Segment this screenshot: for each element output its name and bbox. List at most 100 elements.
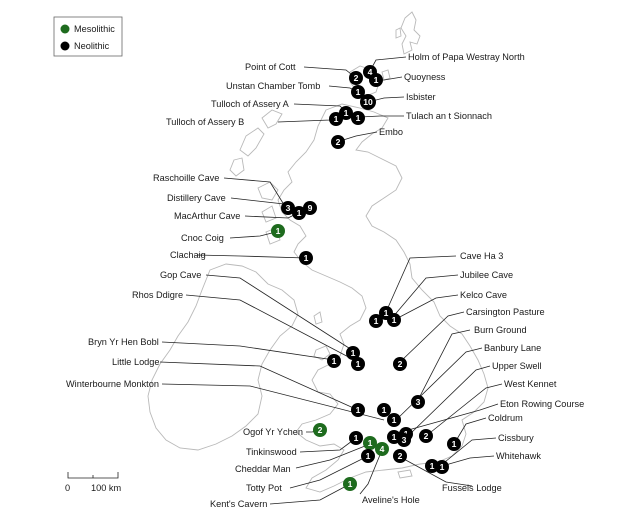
- site-label: Kelco Cave: [460, 290, 507, 300]
- svg-text:2: 2: [318, 425, 323, 435]
- svg-text:2: 2: [424, 431, 429, 441]
- site-label: Tinkinswood: [246, 447, 297, 457]
- site-marker: 1: [346, 346, 360, 360]
- site-marker: 2: [331, 135, 345, 149]
- legend-mesolithic-marker: [60, 24, 70, 34]
- site-label: Tulach an t Sionnach: [406, 111, 492, 121]
- site-marker: 2: [313, 423, 327, 437]
- site-label: Tulloch of Assery B: [166, 117, 244, 127]
- site-label: Coldrum: [488, 413, 523, 423]
- site-marker: 1: [292, 206, 306, 220]
- site-marker: 1: [361, 449, 375, 463]
- site-markers: 2 4 1 1 10 1 1 1 2 3 9 1 1 1 1 1 1 1 2 1…: [271, 65, 461, 491]
- site-label: Winterbourne Monkton: [66, 379, 159, 389]
- site-marker: 1: [349, 431, 363, 445]
- site-marker: 2: [393, 449, 407, 463]
- site-label: Whitehawk: [496, 451, 541, 461]
- site-marker: 10: [360, 94, 376, 110]
- site-marker: 1: [343, 477, 357, 491]
- site-label: Totty Pot: [246, 483, 282, 493]
- site-label: Rhos Ddigre: [132, 290, 183, 300]
- site-label: Jubilee Cave: [460, 270, 513, 280]
- svg-text:1: 1: [384, 308, 389, 318]
- svg-text:2: 2: [398, 359, 403, 369]
- svg-text:1: 1: [334, 114, 339, 124]
- site-label: Little Lodge: [112, 357, 160, 367]
- svg-text:1: 1: [276, 226, 281, 236]
- site-label: Unstan Chamber Tomb: [226, 81, 320, 91]
- scale-distance-label: 100 km: [91, 483, 121, 493]
- svg-text:1: 1: [332, 356, 337, 366]
- svg-text:9: 9: [308, 203, 313, 213]
- legend: Mesolithic Neolithic: [53, 16, 123, 57]
- site-marker: 1: [447, 437, 461, 451]
- site-label: Bryn Yr Hen Bobl: [88, 337, 159, 347]
- svg-text:10: 10: [363, 97, 373, 107]
- site-marker: 4: [375, 442, 389, 456]
- svg-text:1: 1: [392, 415, 397, 425]
- site-label: Upper Swell: [492, 361, 542, 371]
- svg-text:1: 1: [368, 438, 373, 448]
- svg-text:1: 1: [297, 208, 302, 218]
- site-marker: 1: [363, 436, 377, 450]
- legend-neolithic-label: Neolithic: [74, 41, 110, 51]
- site-label: Banbury Lane: [484, 343, 541, 353]
- site-label: Embo: [379, 127, 403, 137]
- legend-neolithic-marker: [60, 41, 70, 51]
- svg-text:1: 1: [304, 253, 309, 263]
- legend-mesolithic-label: Mesolithic: [74, 24, 115, 34]
- site-label: Fussels Lodge: [442, 483, 502, 493]
- site-label: Cnoc Coig: [181, 233, 224, 243]
- site-label: Gop Cave: [160, 270, 201, 280]
- svg-text:1: 1: [430, 461, 435, 471]
- site-marker: 3: [411, 395, 425, 409]
- site-label: West Kennet: [504, 379, 557, 389]
- site-marker: 1: [387, 413, 401, 427]
- site-label: MacArthur Cave: [174, 211, 240, 221]
- site-label: Cissbury: [498, 433, 534, 443]
- site-marker: 9: [303, 201, 317, 215]
- site-labels: Point of Cott Holm of Papa Westray North…: [66, 52, 584, 509]
- site-label: Cheddar Man: [235, 464, 291, 474]
- svg-text:1: 1: [382, 405, 387, 415]
- site-marker: 1: [369, 73, 383, 87]
- svg-text:1: 1: [354, 433, 359, 443]
- site-label: Holm of Papa Westray North: [408, 52, 525, 62]
- svg-text:1: 1: [356, 113, 361, 123]
- site-label: Ogof Yr Ychen: [243, 427, 303, 437]
- svg-text:1: 1: [392, 432, 397, 442]
- site-marker: 1: [351, 85, 365, 99]
- svg-text:2: 2: [398, 451, 403, 461]
- svg-text:2: 2: [336, 137, 341, 147]
- site-marker: 1: [369, 314, 383, 328]
- site-label: Carsington Pasture: [466, 307, 545, 317]
- svg-text:1: 1: [344, 108, 349, 118]
- svg-text:1: 1: [392, 315, 397, 325]
- site-label: Clachaig: [170, 250, 206, 260]
- svg-text:1: 1: [374, 316, 379, 326]
- site-marker: 2: [349, 71, 363, 85]
- site-marker: 1: [387, 313, 401, 327]
- site-marker: 1: [299, 251, 313, 265]
- svg-text:1: 1: [348, 479, 353, 489]
- site-marker: 1: [271, 224, 285, 238]
- svg-text:4: 4: [368, 67, 373, 77]
- svg-text:1: 1: [452, 439, 457, 449]
- site-marker: 1: [351, 111, 365, 125]
- site-label: Aveline's Hole: [362, 495, 420, 505]
- svg-text:3: 3: [416, 397, 421, 407]
- site-marker: 2: [393, 357, 407, 371]
- svg-text:1: 1: [374, 75, 379, 85]
- site-marker: 1: [351, 403, 365, 417]
- svg-text:1: 1: [356, 87, 361, 97]
- svg-text:1: 1: [440, 462, 445, 472]
- scale-zero-label: 0: [65, 483, 70, 493]
- svg-text:1: 1: [356, 405, 361, 415]
- site-label: Isbister: [406, 92, 436, 102]
- site-marker: 1: [351, 357, 365, 371]
- site-marker: 1: [329, 112, 343, 126]
- site-label: Tulloch of Assery A: [211, 99, 290, 109]
- site-label: Distillery Cave: [167, 193, 226, 203]
- site-label: Burn Ground: [474, 325, 527, 335]
